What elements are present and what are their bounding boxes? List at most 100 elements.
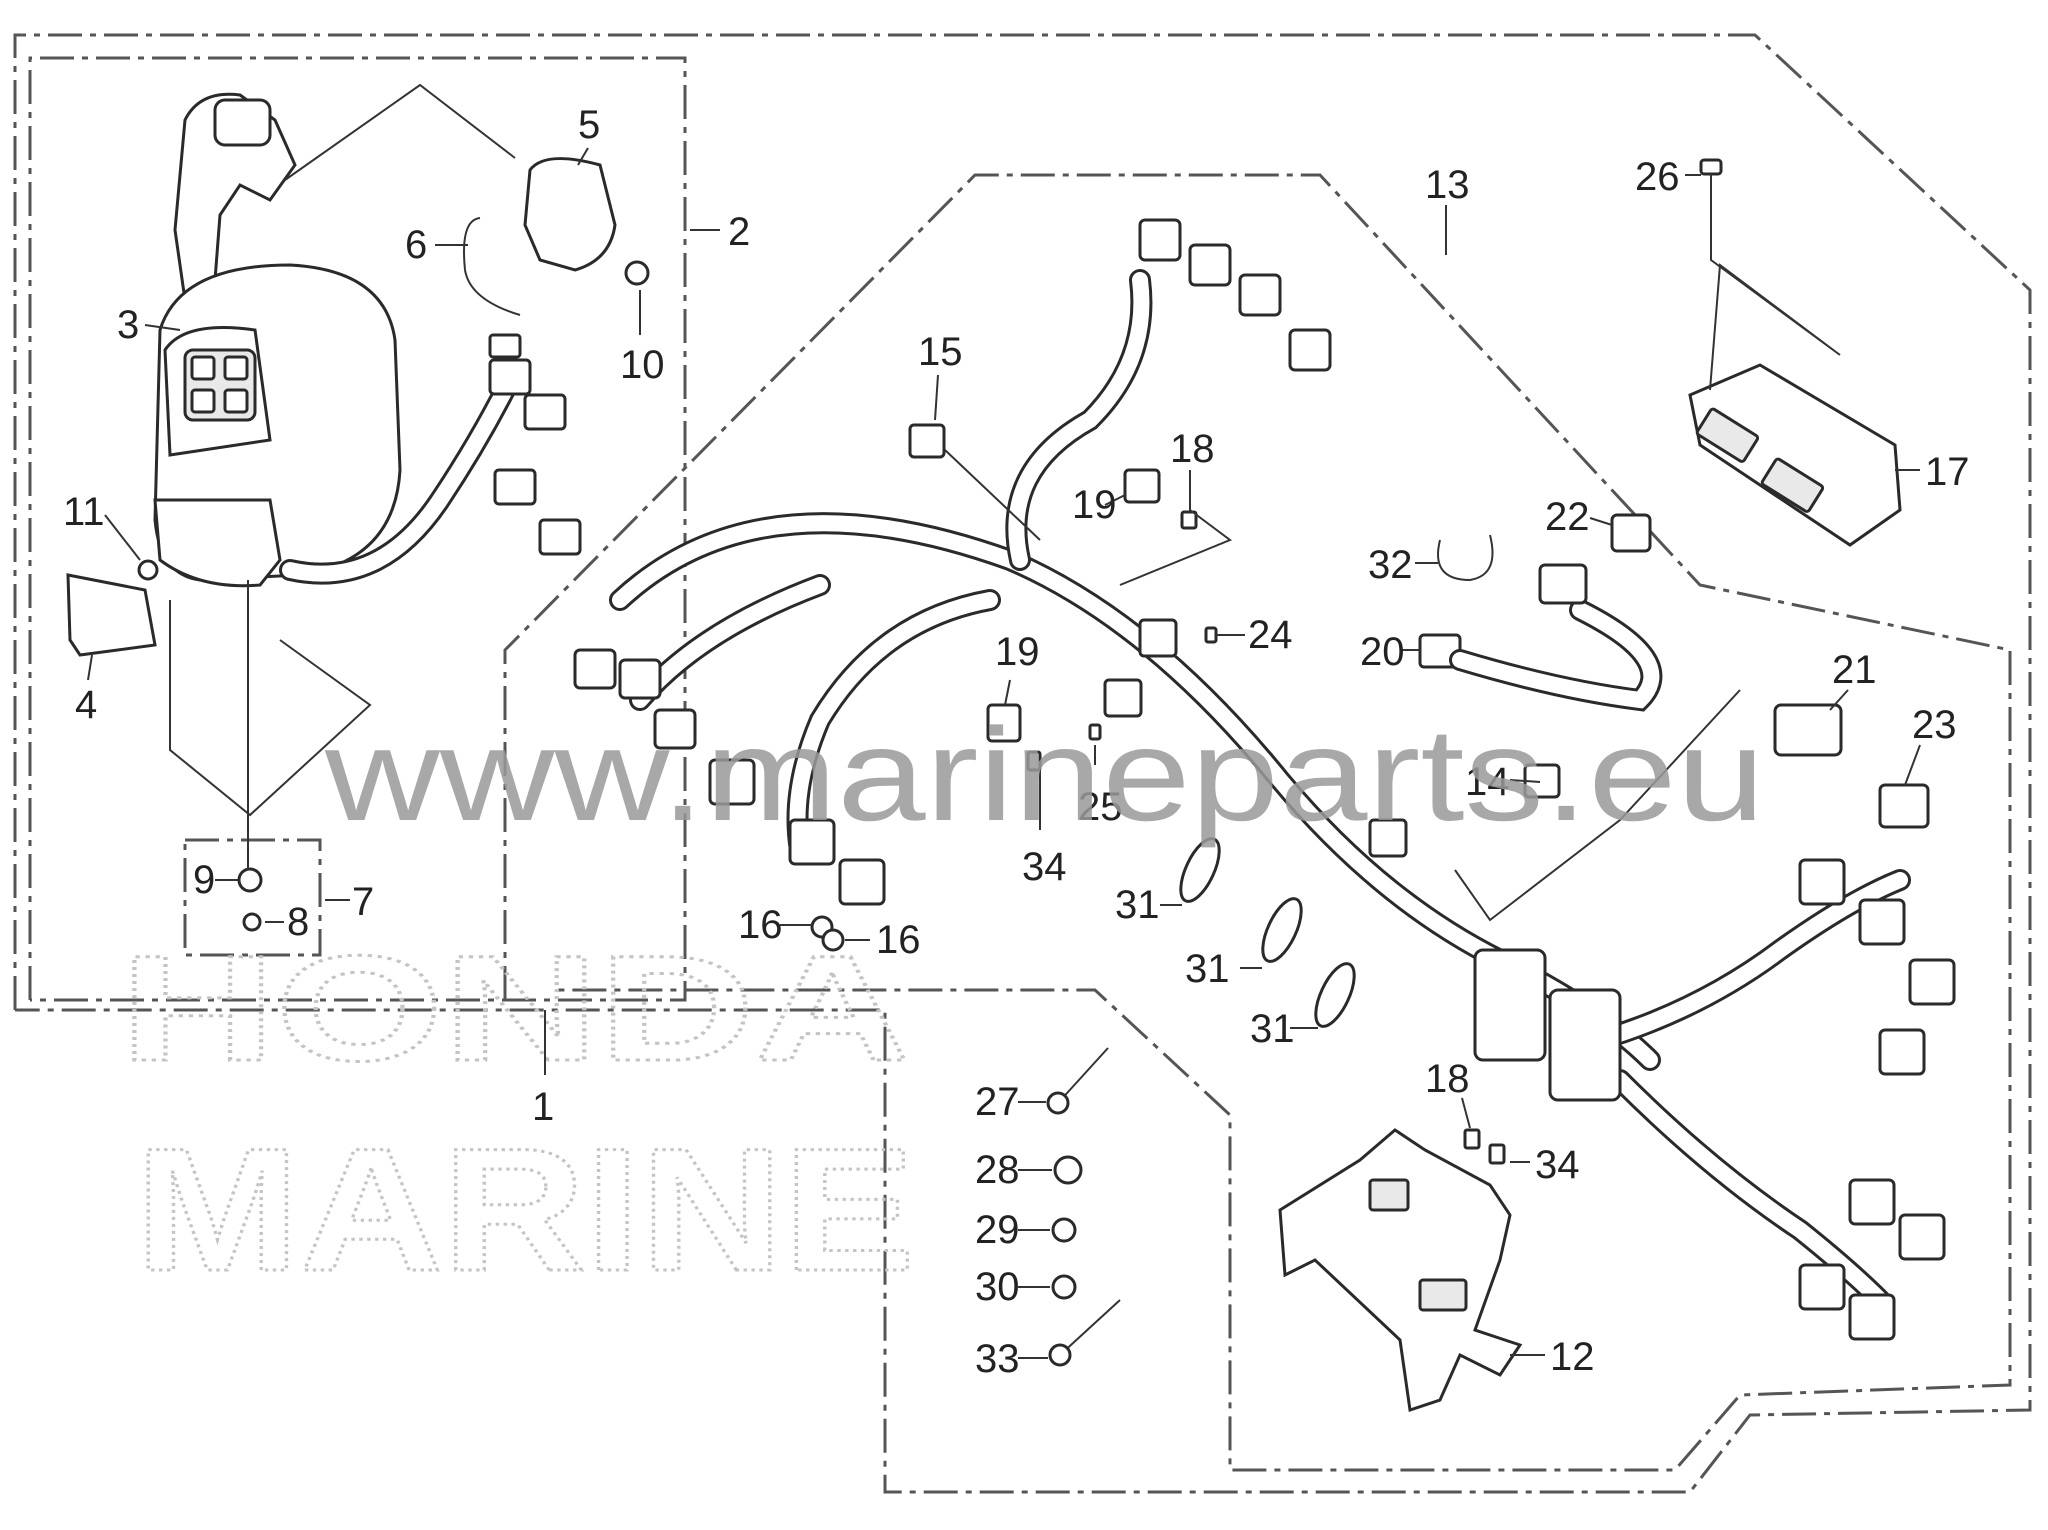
leader-15 [934, 374, 939, 421]
callout-31-a: 31 [1115, 883, 1160, 927]
callout-34-lower: 34 [1535, 1143, 1580, 1187]
box-connector-2 [523, 393, 567, 431]
cap-22 [1610, 513, 1652, 553]
watermark-brand-honda: HONDA [120, 924, 910, 1092]
clip-24 [1204, 626, 1218, 644]
callout-18-lower: 18 [1425, 1057, 1470, 1101]
harness-junction-block-2 [1548, 988, 1622, 1102]
harness-connector-left-1 [573, 648, 617, 690]
band-32 [1437, 534, 1494, 582]
harness-connector-right-4 [1878, 1028, 1926, 1076]
screw-10 [624, 260, 650, 286]
harness-connector-center-3 [1368, 818, 1408, 858]
leader-21 [1829, 689, 1849, 711]
outline-assembly-1 [13, 33, 2032, 1494]
leader-18-upper [1119, 470, 1233, 586]
box-connector-1 [488, 358, 532, 396]
clip-18-upper [1180, 510, 1198, 530]
top-cover [523, 157, 617, 272]
harness-connector-lower-1 [1848, 1178, 1896, 1226]
callout-13: 13 [1425, 163, 1470, 207]
button-1 [190, 355, 216, 381]
callout-9: 9 [193, 858, 215, 902]
callout-15: 15 [918, 330, 963, 374]
leader-15-bracket [944, 449, 1041, 541]
callout-16-a: 16 [738, 903, 783, 947]
harness-connector-left-4 [708, 758, 756, 806]
tie-31-c [1314, 962, 1356, 1028]
harness-branch-top-inner [1008, 272, 1150, 568]
callout-5: 5 [578, 103, 600, 147]
connector-19-upper [1123, 468, 1161, 504]
callout-6: 6 [405, 223, 427, 267]
callout-18-upper: 18 [1170, 427, 1215, 471]
tie-31-a [1179, 837, 1221, 903]
leader-lines [87, 147, 1921, 1359]
tie-31-b [1261, 897, 1303, 963]
callout-31-b: 31 [1185, 947, 1230, 991]
harness-connector-top-1 [1138, 218, 1182, 262]
harness-connector-top-4 [1288, 328, 1332, 372]
connector-19-lower [986, 703, 1022, 743]
clip-34-upper [1026, 750, 1042, 772]
bracket-slot-2 [1418, 1278, 1468, 1312]
remote-control-box [66, 83, 650, 932]
callout-12: 12 [1550, 1335, 1595, 1379]
bolt-26-head [1699, 158, 1723, 176]
control-module-17 [1688, 363, 1902, 547]
callout-22: 22 [1545, 495, 1590, 539]
control-lever [173, 92, 297, 303]
connector-15 [908, 423, 946, 459]
connector-22-plug [1538, 563, 1588, 605]
callout-28: 28 [975, 1148, 1020, 1192]
main-wiring-harness [573, 218, 1956, 1341]
nut-28 [1053, 1155, 1083, 1185]
harness-branch-mid-inner [789, 592, 998, 858]
callout-25: 25 [1078, 785, 1123, 829]
leader-box-to-cover [284, 83, 516, 181]
callout-2: 2 [728, 210, 750, 254]
harness-connector-lower-4 [1848, 1293, 1896, 1341]
clip-16-b [821, 928, 845, 952]
nut-9 [237, 867, 263, 893]
bolt-27 [1057, 1047, 1109, 1104]
callout-26: 26 [1635, 155, 1680, 199]
callout-29: 29 [975, 1208, 1020, 1252]
callout-7: 7 [352, 880, 374, 924]
callout-33: 33 [975, 1337, 1020, 1381]
box-connector-4 [538, 518, 582, 556]
callout-20: 20 [1360, 630, 1405, 674]
bracket-slot-1 [1368, 1178, 1410, 1212]
harness-connector-lower-2 [1898, 1213, 1946, 1261]
callout-31-c: 31 [1250, 1007, 1295, 1051]
control-base [153, 498, 282, 588]
leader-14 [1509, 779, 1541, 783]
connector-21 [1773, 703, 1843, 757]
clip-18-lower [1463, 1128, 1481, 1150]
leader-5 [577, 147, 589, 166]
washer-30 [1051, 1274, 1077, 1300]
leader-23 [1904, 744, 1921, 786]
leader-14-bracket [1454, 689, 1741, 922]
harness-connector-right-1 [1798, 858, 1846, 906]
bolt-27-head [1046, 1091, 1070, 1115]
group-outlines [13, 33, 2032, 1494]
callout-30: 30 [975, 1265, 1020, 1309]
clip-34-lower [1488, 1143, 1506, 1165]
harness-connector-left-6 [838, 858, 886, 906]
callout-32: 32 [1368, 543, 1413, 587]
button-2 [223, 355, 249, 381]
outline-harness-13 [503, 173, 2012, 1472]
leader-19-upper [1104, 494, 1126, 506]
button-3 [190, 388, 216, 414]
washer-29 [1051, 1217, 1077, 1243]
screw-11 [137, 559, 159, 581]
callout-19-lower: 19 [995, 630, 1040, 674]
harness-connector-right-2 [1858, 898, 1906, 946]
leader-11 [104, 514, 141, 561]
harness-connector-center-2 [1103, 678, 1143, 718]
side-cover [66, 573, 157, 657]
ecu-socket-1 [1695, 407, 1760, 463]
harness-connector-left-3 [653, 708, 697, 750]
loose-parts [810, 158, 1930, 1412]
